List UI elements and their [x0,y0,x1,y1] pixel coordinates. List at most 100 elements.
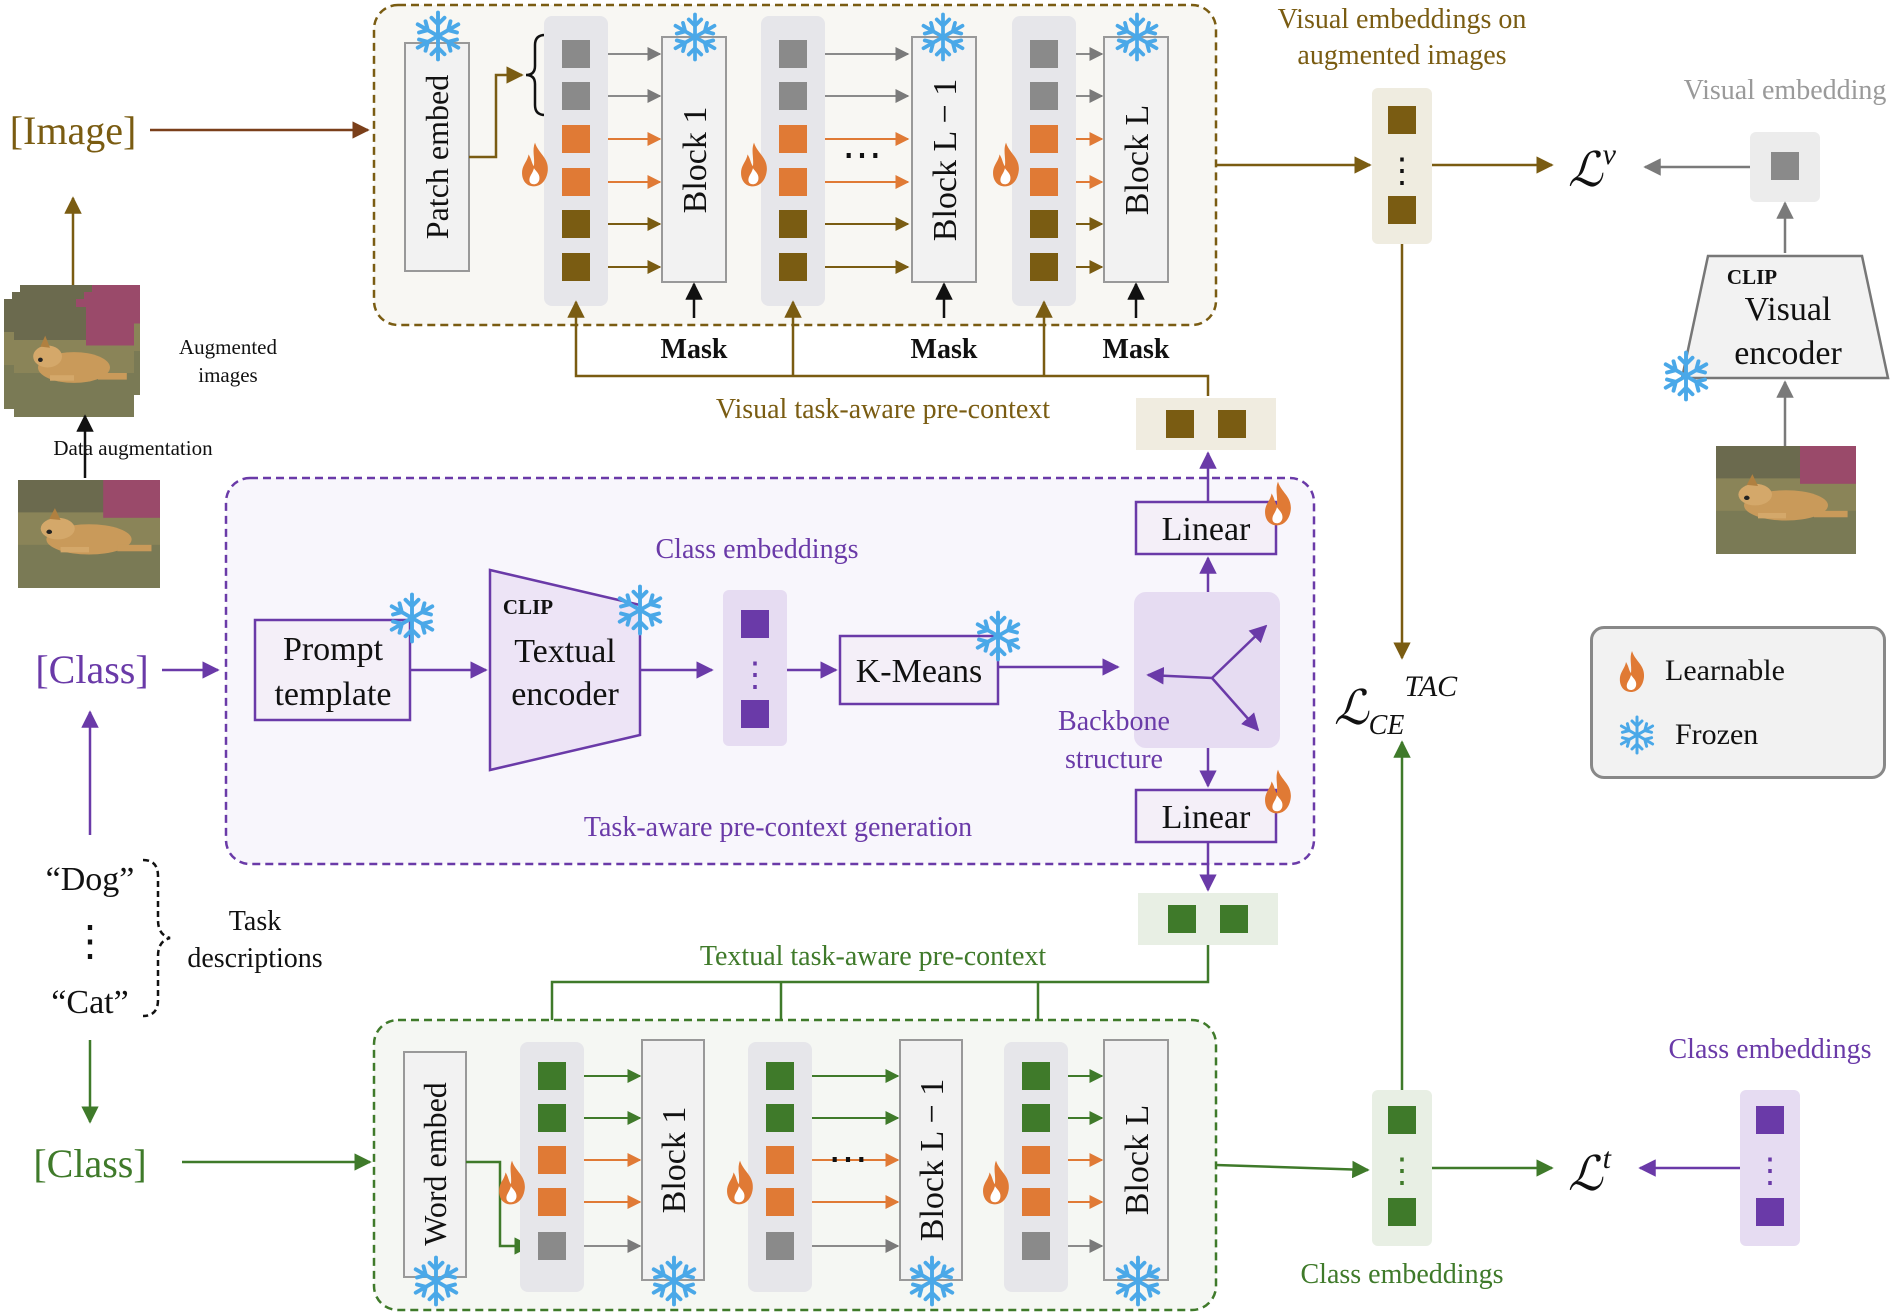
word-embed-to-token-arrow [466,1160,532,1255]
legend: Learnable Frozen [1590,626,1886,779]
textual-pre-context-token-2 [1220,905,1248,933]
text-ellipsis: ⋯ [828,1136,868,1181]
task-descriptions-label-2: descriptions [187,943,322,974]
visual-block-1-label: Block 1 [677,107,714,214]
class-embeddings-bottom-label: Class embeddings [1301,1259,1504,1290]
visual-token-orange [562,125,590,153]
dog-photo-right [1716,446,1856,554]
visual-token-orange [1030,125,1058,153]
kmeans-label: K-Means [856,653,983,690]
visual-token-visual [562,253,590,281]
text-token-orange [1022,1188,1050,1216]
visual-token-gray [1030,40,1058,68]
text-block-l-minus-1-label: Block L − 1 [914,1079,951,1241]
visual-block-1 [661,36,727,283]
text-token-green [766,1104,794,1132]
clip-visual-tag: CLIP [1727,265,1777,289]
text-block-l-minus-1 [899,1039,963,1281]
visual-ellipsis: ⋯ [842,132,882,177]
visual-embeddings-aug-label-2: augmented images [1297,40,1506,71]
text-class-embedding-token-bottom [1388,1198,1416,1226]
clip-visual-encoder [1680,254,1890,380]
text-token-orange [766,1146,794,1174]
backbone-label-1: Backbone [1058,706,1170,737]
text-block-l [1103,1039,1169,1281]
clip-textual-tag: CLIP [503,595,553,619]
text-token-green [538,1062,566,1090]
visual-token-orange [779,168,807,196]
visual-embedding-label: Visual embedding [1684,75,1887,106]
class-input-green: [Class] [33,1141,146,1186]
snowflake-icon [1619,715,1655,755]
textual-pre-context-token-1 [1168,905,1196,933]
flame-icon [1619,651,1645,692]
visual-pre-context-tokens [1136,398,1276,450]
visual-pre-context-label: Visual task-aware pre-context [716,394,1050,425]
visual-embedding-token [1771,152,1799,180]
visual-token-visual [1030,253,1058,281]
text-output-arrow [1215,1160,1370,1179]
class-embeddings-right-label: Class embeddings [1669,1034,1872,1065]
legend-learnable: Learnable [1617,649,1785,693]
visual-embedding-token-top [1388,106,1416,134]
backbone-structure-box [1134,592,1280,748]
mask-label-2: Mask [911,334,978,365]
legend-frozen-label: Frozen [1675,718,1759,751]
visual-token-column-1 [761,16,825,306]
textual-pre-context-tokens [1138,893,1278,945]
legend-frozen: Frozen [1617,715,1758,755]
right-class-embedding-token-top [1756,1106,1784,1134]
loss-ce: ℒCETAC [1334,670,1458,741]
text-token-orange [538,1188,566,1216]
visual-token-gray [779,82,807,110]
text-token-orange [538,1146,566,1174]
task-brace [142,858,171,1018]
text-block-1-label: Block 1 [656,1107,693,1214]
prompt-template-label-1: Prompt [283,631,384,668]
mask-label-1: Mask [661,334,728,365]
class-embedding-token-top [741,610,769,638]
class-embeddings-column [723,590,787,746]
text-token-gray [766,1232,794,1260]
visual-token-gray [779,40,807,68]
linear-bottom-box [1134,788,1278,844]
visual-pre-context-token-1 [1166,410,1194,438]
visual-pre-context-token-2 [1218,410,1246,438]
text-token-green [766,1062,794,1090]
textual-encoder-label-1: Textual [514,633,615,670]
loss-v: ℒv [1568,138,1617,197]
clip-textual-encoder [488,568,642,772]
data-augmentation-label: Data augmentation [53,436,213,460]
visual-encoder-label-1: Visual [1745,291,1832,328]
text-block-l-label: Block L [1119,1105,1156,1215]
dog-description: “Dog” [46,861,135,898]
textual-pre-context-label: Textual task-aware pre-context [700,941,1047,972]
text-token-gray [538,1232,566,1260]
patch-to-tokens-arrow [469,66,524,159]
visual-block-l-label: Block L [1119,105,1156,215]
right-class-embeddings-column [1740,1090,1800,1246]
text-class-embeddings-column [1372,1090,1432,1246]
visual-token-orange [779,125,807,153]
task-vdots: ⋮ [69,919,111,965]
visual-token-gray [562,82,590,110]
kmeans-box [838,634,1000,706]
linear-bottom-label: Linear [1162,799,1251,836]
text-token-orange [1022,1146,1050,1174]
patch-embed-label: Patch embed [419,75,455,239]
visual-token-column-2 [1012,16,1076,306]
textual-encoder-label-2: encoder [511,676,619,713]
visual-embedding-token-bottom [1388,196,1416,224]
visual-pre-context-path [567,300,1210,396]
dog-photo [14,307,134,417]
text-token-orange [766,1188,794,1216]
linear-top-box [1134,500,1278,556]
prompt-template-box [253,618,412,722]
visual-token-gray [562,40,590,68]
mask-label-3: Mask [1103,334,1170,365]
visual-encoder-label-2: encoder [1734,335,1842,372]
generation-label: Task-aware pre-context generation [584,812,972,843]
backbone-label-2: structure [1065,744,1163,775]
text-tokens [538,1062,1104,1260]
augmented-images-stack [4,285,140,417]
